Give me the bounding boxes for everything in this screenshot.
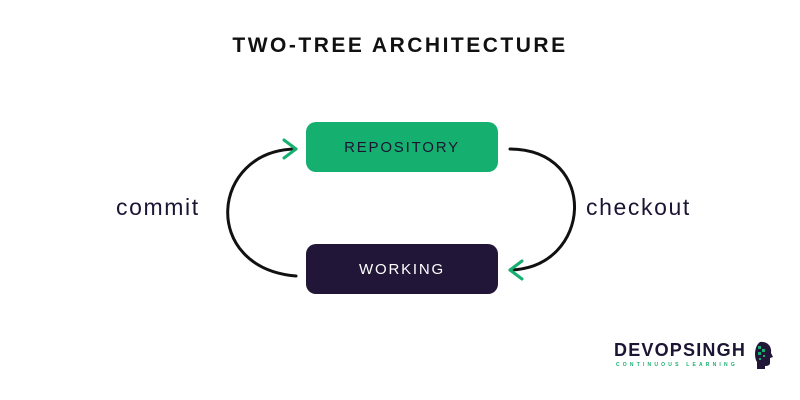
commit-label: commit — [116, 194, 200, 220]
checkout-arrow-path — [508, 147, 576, 272]
logo-wordmark: DEVOPSINGH — [614, 340, 747, 360]
brand-logo: DEVOPSINGH CONTINUOUS LEARNING — [614, 340, 774, 374]
checkout-arrowhead — [508, 259, 524, 281]
diagram-title: TWO-TREE ARCHITECTURE — [232, 34, 568, 57]
working-label: WORKING — [359, 260, 445, 278]
repository-label: REPOSITORY — [344, 138, 460, 156]
checkout-label: checkout — [586, 194, 691, 220]
logo-tagline: CONTINUOUS LEARNING — [616, 362, 738, 368]
working-node: WORKING — [306, 244, 498, 294]
commit-arrow-path — [226, 147, 298, 278]
repository-node: REPOSITORY — [306, 122, 498, 172]
commit-arrowhead — [282, 138, 298, 160]
head-profile-icon — [755, 341, 773, 369]
